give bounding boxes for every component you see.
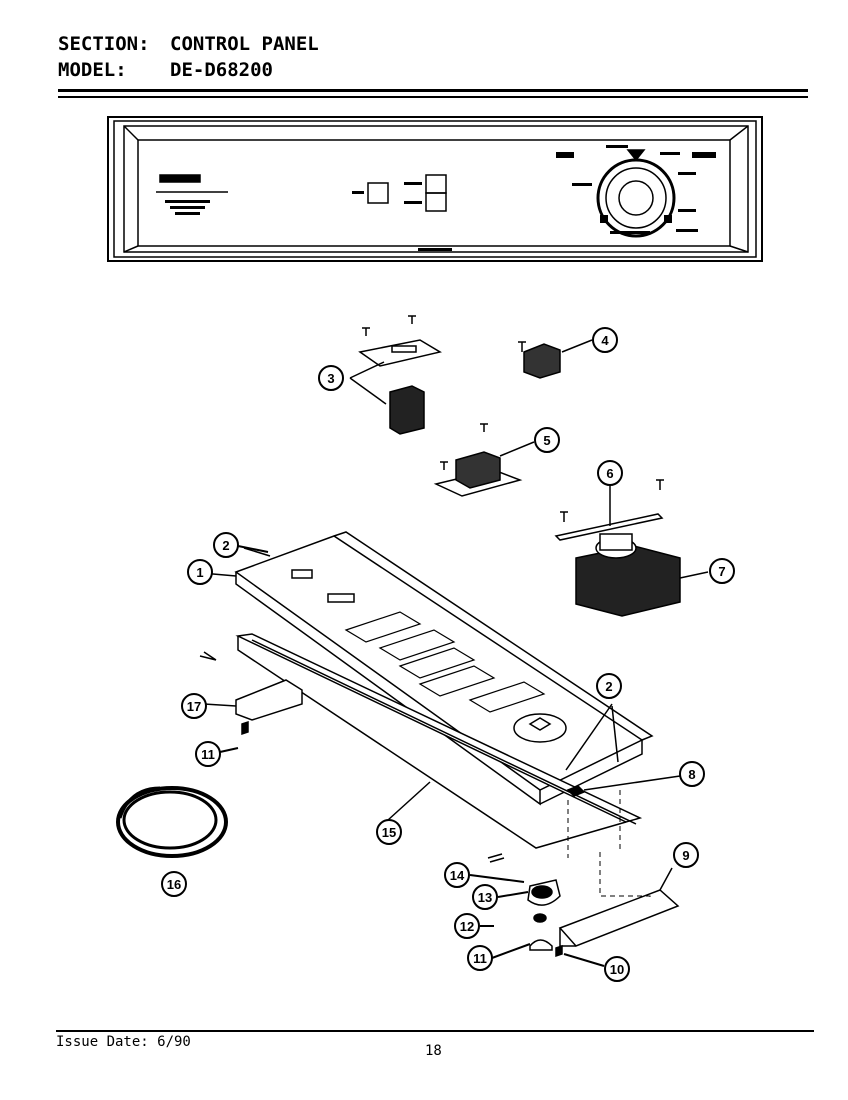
svg-text:5: 5 [543,433,550,448]
callout-11-left: 11 [195,741,221,767]
part-16-harness [116,786,228,858]
svg-text:9: 9 [682,848,689,863]
model-label: MODEL: [58,59,127,81]
callout-4: 4 [592,327,618,353]
svg-text:11: 11 [201,747,215,762]
callout-5: 5 [534,427,560,453]
part-17-bracket [203,679,303,736]
section-value: CONTROL PANEL [170,33,319,55]
svg-text:8: 8 [688,767,695,782]
svg-text:2: 2 [222,538,229,553]
svg-text:6: 6 [606,466,613,481]
control-panel-front-view [107,116,763,262]
callout-2-right: 2 [596,673,622,699]
callout-9: 9 [673,842,699,868]
part-1-panel-body [189,531,654,806]
selector-button-lower [425,192,447,212]
part-7-timer [575,533,709,617]
callout-6: 6 [597,460,623,486]
svg-text:13: 13 [478,890,492,905]
callout-15: 15 [376,819,402,845]
callout-10: 10 [604,956,630,982]
callout-3: 3 [318,365,344,391]
page-number: 18 [425,1043,442,1059]
part-6-strap [554,479,664,541]
svg-text:3: 3 [327,371,334,386]
selector-button-upper [425,174,447,194]
callout-7: 7 [709,558,735,584]
callout-markers: 1 2 3 4 5 6 7 8 9 10 11 12 13 14 15 16 1… [161,327,735,982]
callout-11-bottom: 11 [467,945,493,971]
callout-1: 1 [187,559,213,585]
section-label: SECTION: [58,33,150,55]
section-heading: SECTION: CONTROL PANEL [58,33,319,55]
svg-text:1: 1 [196,565,203,580]
callout-14: 14 [444,862,470,888]
callout-13: 13 [472,884,498,910]
svg-text:16: 16 [167,877,181,892]
part-4-relay [518,339,593,379]
issue-date: Issue Date: 6/90 [56,1034,191,1050]
callout-2-top: 2 [213,532,239,558]
parts-8-to-14 [487,703,681,958]
svg-text:4: 4 [601,333,609,348]
callout-16: 16 [161,871,187,897]
svg-text:11: 11 [473,951,487,966]
svg-text:15: 15 [382,825,396,840]
model-value: DE-D68200 [170,59,273,81]
part-15-rail [199,633,643,849]
svg-text:2: 2 [605,679,612,694]
svg-text:17: 17 [187,699,201,714]
part-5-board [433,423,535,497]
footer-rule [56,1030,814,1032]
part-3-switch-assembly [349,315,442,435]
svg-text:10: 10 [610,962,624,977]
callout-17: 17 [181,693,207,719]
svg-text:14: 14 [450,868,465,883]
svg-text:7: 7 [718,564,725,579]
start-button [367,182,389,204]
model-heading: MODEL: DE-D68200 [58,59,273,81]
callout-8: 8 [679,761,705,787]
header-rule-thin [58,96,808,98]
timer-dial [556,145,716,238]
svg-text:12: 12 [460,919,474,934]
callout-12: 12 [454,913,480,939]
brand-logo [159,174,201,183]
header-rule-thick [58,89,808,92]
